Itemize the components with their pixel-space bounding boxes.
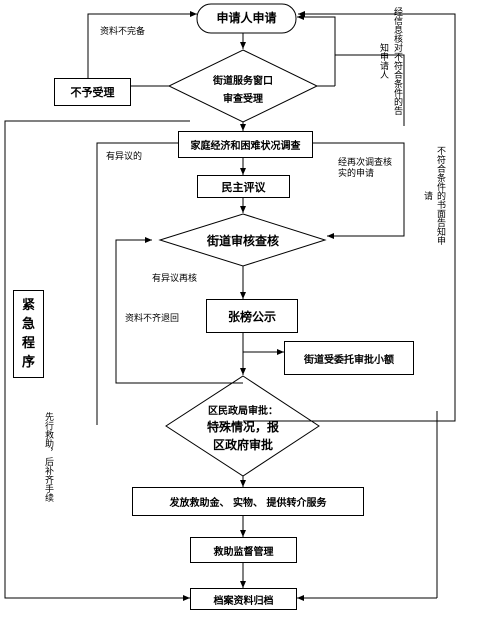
district-line2: 特殊情况，报 <box>206 420 279 434</box>
line-survey-right <box>313 142 405 239</box>
arrow-objection-to-survey <box>96 140 196 425</box>
delegated-node: 街道受委托审批小额 <box>284 341 414 375</box>
label-incomplete: 资料不完备 <box>100 27 146 37</box>
apply-node: 申请人申请 <box>216 11 277 25</box>
label-return-docs: 资料不齐退回 <box>125 314 180 324</box>
label-re-survey: 经再次调查核实的申请 <box>338 158 393 179</box>
disburse-node: 发放救助金、 实物、 提供转介服务 <box>132 487 364 516</box>
arrow-recheck-to-review <box>115 237 243 384</box>
window-review-line1: 街道服务窗口 <box>213 76 273 87</box>
label-objection-1: 有异议的 <box>106 152 143 162</box>
label-emergency-note: 先行救助，后补齐手续 <box>43 412 53 502</box>
arrow-notify-outer <box>243 11 456 422</box>
reject-node: 不予受理 <box>54 78 131 106</box>
apply-node-shape <box>196 3 297 34</box>
survey-node: 家庭经济和困难状况调查 <box>178 131 313 158</box>
line-emergency-top <box>4 120 190 601</box>
district-line3: 区政府审批 <box>212 438 273 452</box>
arrow-reject-to-apply <box>87 11 197 78</box>
democratic-node: 民主评议 <box>197 175 290 198</box>
street-review-text: 街道审核查核 <box>206 234 279 248</box>
label-notify-ineligible: 经信息核对不符合条件的告知申请人 <box>378 7 402 115</box>
archive-node: 档案资料归档 <box>190 588 297 610</box>
publicity-node: 张榜公示 <box>206 299 298 333</box>
district-line1: 区民政局审批： <box>208 406 278 417</box>
emergency-node: 紧急程序 <box>13 290 44 378</box>
window-review-line2: 审查受理 <box>223 94 263 105</box>
label-notify-written: 不符合条件的书面告知申请 <box>422 145 445 245</box>
label-objection-2: 有异议再核 <box>152 274 198 284</box>
supervise-node: 救助监督管理 <box>190 537 297 563</box>
